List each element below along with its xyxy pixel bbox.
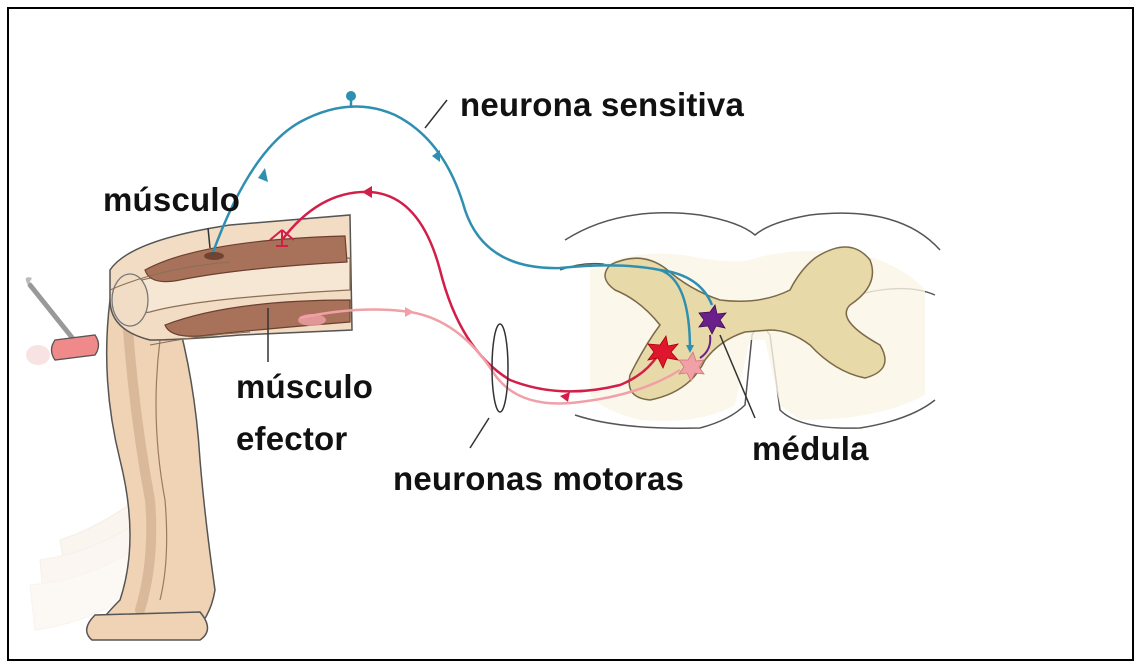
label-spinal-cord: médula — [752, 432, 869, 465]
label-muscle: músculo — [103, 183, 240, 216]
label-sensory-neuron: neurona sensitiva — [460, 88, 744, 121]
label-effector-muscle-line1: músculo — [236, 370, 373, 403]
reflex-hammer — [26, 277, 99, 365]
label-effector-muscle-line2: efector — [236, 422, 347, 455]
label-motor-neurons: neuronas motoras — [393, 462, 684, 495]
